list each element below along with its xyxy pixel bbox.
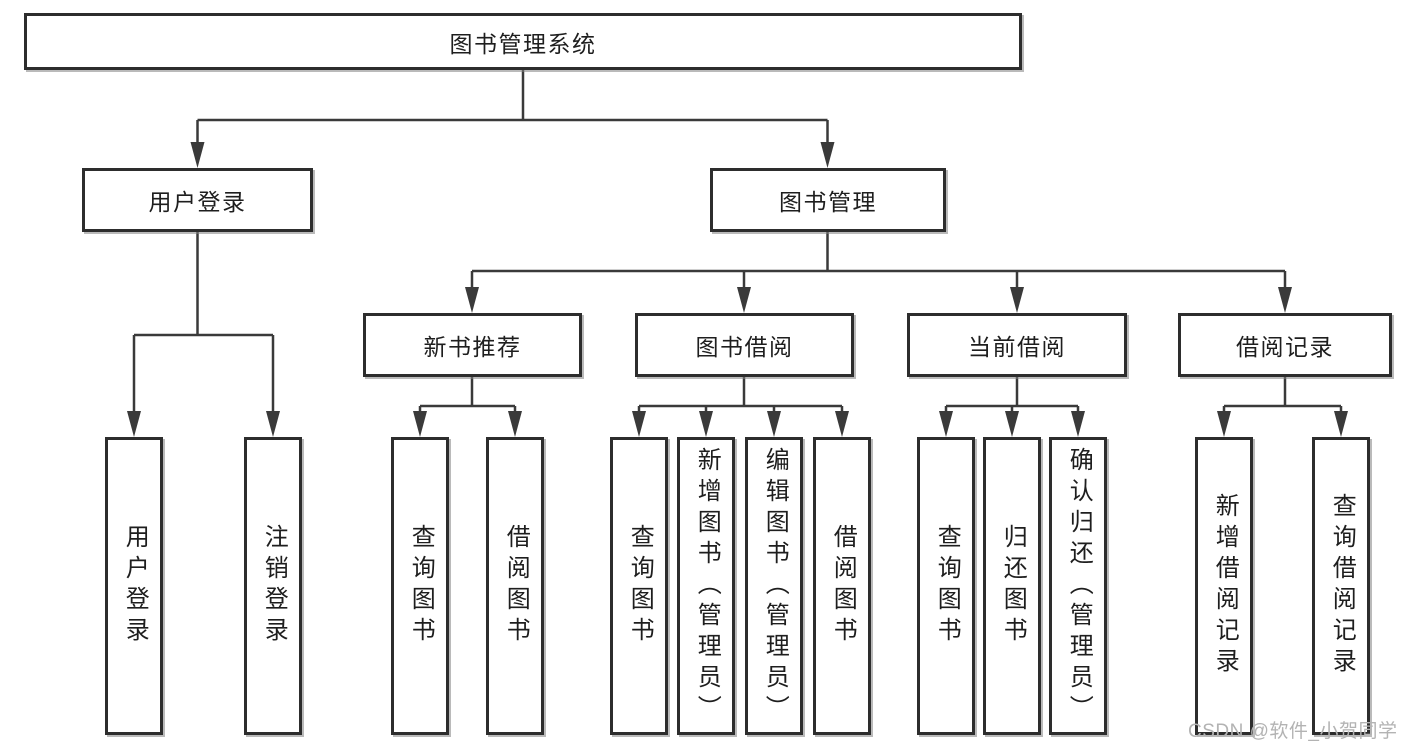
node-label: 借阅记录	[1236, 334, 1334, 360]
node-book-management: 图书管理	[710, 168, 946, 232]
node-label: 图书借阅	[695, 334, 794, 360]
leaf-label: 归还图书	[999, 524, 1027, 648]
leaf-add-borrow-record: 新增借阅记录	[1195, 437, 1253, 735]
leaf-label: 确认归还（管理员）	[1065, 446, 1093, 726]
leaf-label: 编辑图书（管理员）	[761, 446, 789, 726]
leaf-confirm-return-admin: 确认归还（管理员）	[1049, 437, 1107, 735]
leaf-borrow-books-recommend: 借阅图书	[486, 437, 544, 735]
leaf-query-books-borrow: 查询图书	[610, 437, 668, 735]
node-label: 图书管理系统	[449, 30, 597, 57]
leaf-label: 用户登录	[121, 524, 149, 648]
leaf-user-login: 用户登录	[105, 437, 163, 735]
leaf-label: 借阅图书	[502, 524, 530, 648]
node-new-book-recommend: 新书推荐	[363, 313, 582, 377]
node-label: 用户登录	[148, 189, 247, 215]
leaf-query-books-recommend: 查询图书	[391, 437, 449, 735]
leaf-label: 查询借阅记录	[1328, 493, 1356, 679]
node-label: 当前借阅	[968, 334, 1066, 360]
leaf-edit-books-admin: 编辑图书（管理员）	[745, 437, 803, 735]
node-label: 图书管理	[779, 189, 877, 215]
leaf-borrow-books: 借阅图书	[813, 437, 871, 735]
leaf-label: 查询图书	[626, 524, 654, 648]
leaf-label: 新增借阅记录	[1211, 493, 1239, 679]
leaf-label: 新增图书（管理员）	[693, 446, 721, 726]
arrowhead-icons	[127, 142, 1348, 437]
leaf-label: 查询图书	[407, 524, 435, 648]
node-book-borrow: 图书借阅	[635, 313, 854, 377]
leaf-label: 注销登录	[260, 524, 288, 648]
leaf-label: 借阅图书	[829, 524, 857, 648]
leaf-label: 查询图书	[933, 524, 961, 648]
node-user-login: 用户登录	[82, 168, 313, 232]
leaf-logout: 注销登录	[244, 437, 302, 735]
leaf-return-books: 归还图书	[983, 437, 1041, 735]
leaf-add-books-admin: 新增图书（管理员）	[677, 437, 735, 735]
csdn-watermark: CSDN @软件_小贺同学	[1188, 721, 1398, 742]
node-root-system: 图书管理系统	[24, 13, 1022, 70]
leaf-query-books-current: 查询图书	[917, 437, 975, 735]
node-borrow-records: 借阅记录	[1178, 313, 1392, 377]
node-label: 新书推荐	[423, 334, 522, 360]
node-current-borrow: 当前借阅	[907, 313, 1127, 377]
leaf-query-borrow-record: 查询借阅记录	[1312, 437, 1370, 735]
